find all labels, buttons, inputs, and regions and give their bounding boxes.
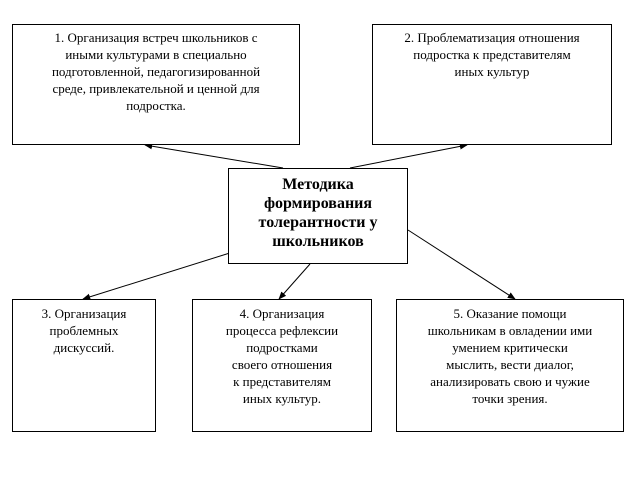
box-2-line: 2. Проблематизация отношения [404, 30, 580, 45]
box-1-line: 1. Организация встреч школьников с [54, 30, 258, 45]
box-1-line: подростка. [126, 98, 186, 113]
arrow-to-box-1 [144, 143, 284, 169]
center-line: Методика [282, 176, 354, 193]
center-line: школьников [272, 233, 364, 250]
box-4-line: своего отношения [231, 357, 333, 372]
center-line: толерантности у [258, 214, 378, 231]
box-5-line: умением критически [452, 340, 568, 355]
box-3-line: проблемных [49, 323, 119, 338]
box-5-line: точки зрения. [472, 391, 548, 406]
box-3-line: дискуссий. [53, 340, 115, 355]
box-1-organizing-meetings: 1. Организация встреч школьников с иными… [12, 24, 300, 145]
box-3-problem-discussions: 3. Организация проблемных дискуссий. [12, 299, 156, 432]
box-5-critical-thinking-help: 5. Оказание помощи школьникам в овладени… [396, 299, 624, 432]
box-5-line: 5. Оказание помощи [453, 306, 567, 321]
box-5-line: школьникам в овладении ими [427, 323, 593, 338]
box-2-line: иных культур [454, 64, 530, 79]
arrow-to-box-5 [407, 229, 516, 300]
center-box-methodology: Методика формирования толерантности у шк… [228, 168, 408, 264]
box-3-line: 3. Организация [41, 306, 127, 321]
box-1-line: иными культурами в специально [65, 47, 247, 62]
box-4-line: подростками [246, 340, 318, 355]
box-4-line: процесса рефлексии [225, 323, 339, 338]
box-5-line: мыслить, вести диалог, [446, 357, 574, 372]
box-4-line: к представителям [233, 374, 331, 389]
box-4-reflection: 4. Организация процесса рефлексии подрос… [192, 299, 372, 432]
box-2-problematization: 2. Проблематизация отношения подростка к… [372, 24, 612, 145]
box-4-line: 4. Организация [239, 306, 325, 321]
arrow-to-box-2 [349, 143, 468, 169]
box-5-line: анализировать свою и чужие [430, 374, 590, 389]
box-2-line: подростка к представителям [413, 47, 571, 62]
center-line: формирования [263, 195, 373, 212]
box-1-line: подготовленной, педагогизированной [51, 64, 261, 79]
arrow-to-box-3 [82, 251, 234, 300]
arrow-to-box-4 [278, 263, 311, 300]
box-1-line: среде, привлекательной и ценной для [52, 81, 260, 96]
box-4-line: иных культур. [242, 391, 322, 406]
